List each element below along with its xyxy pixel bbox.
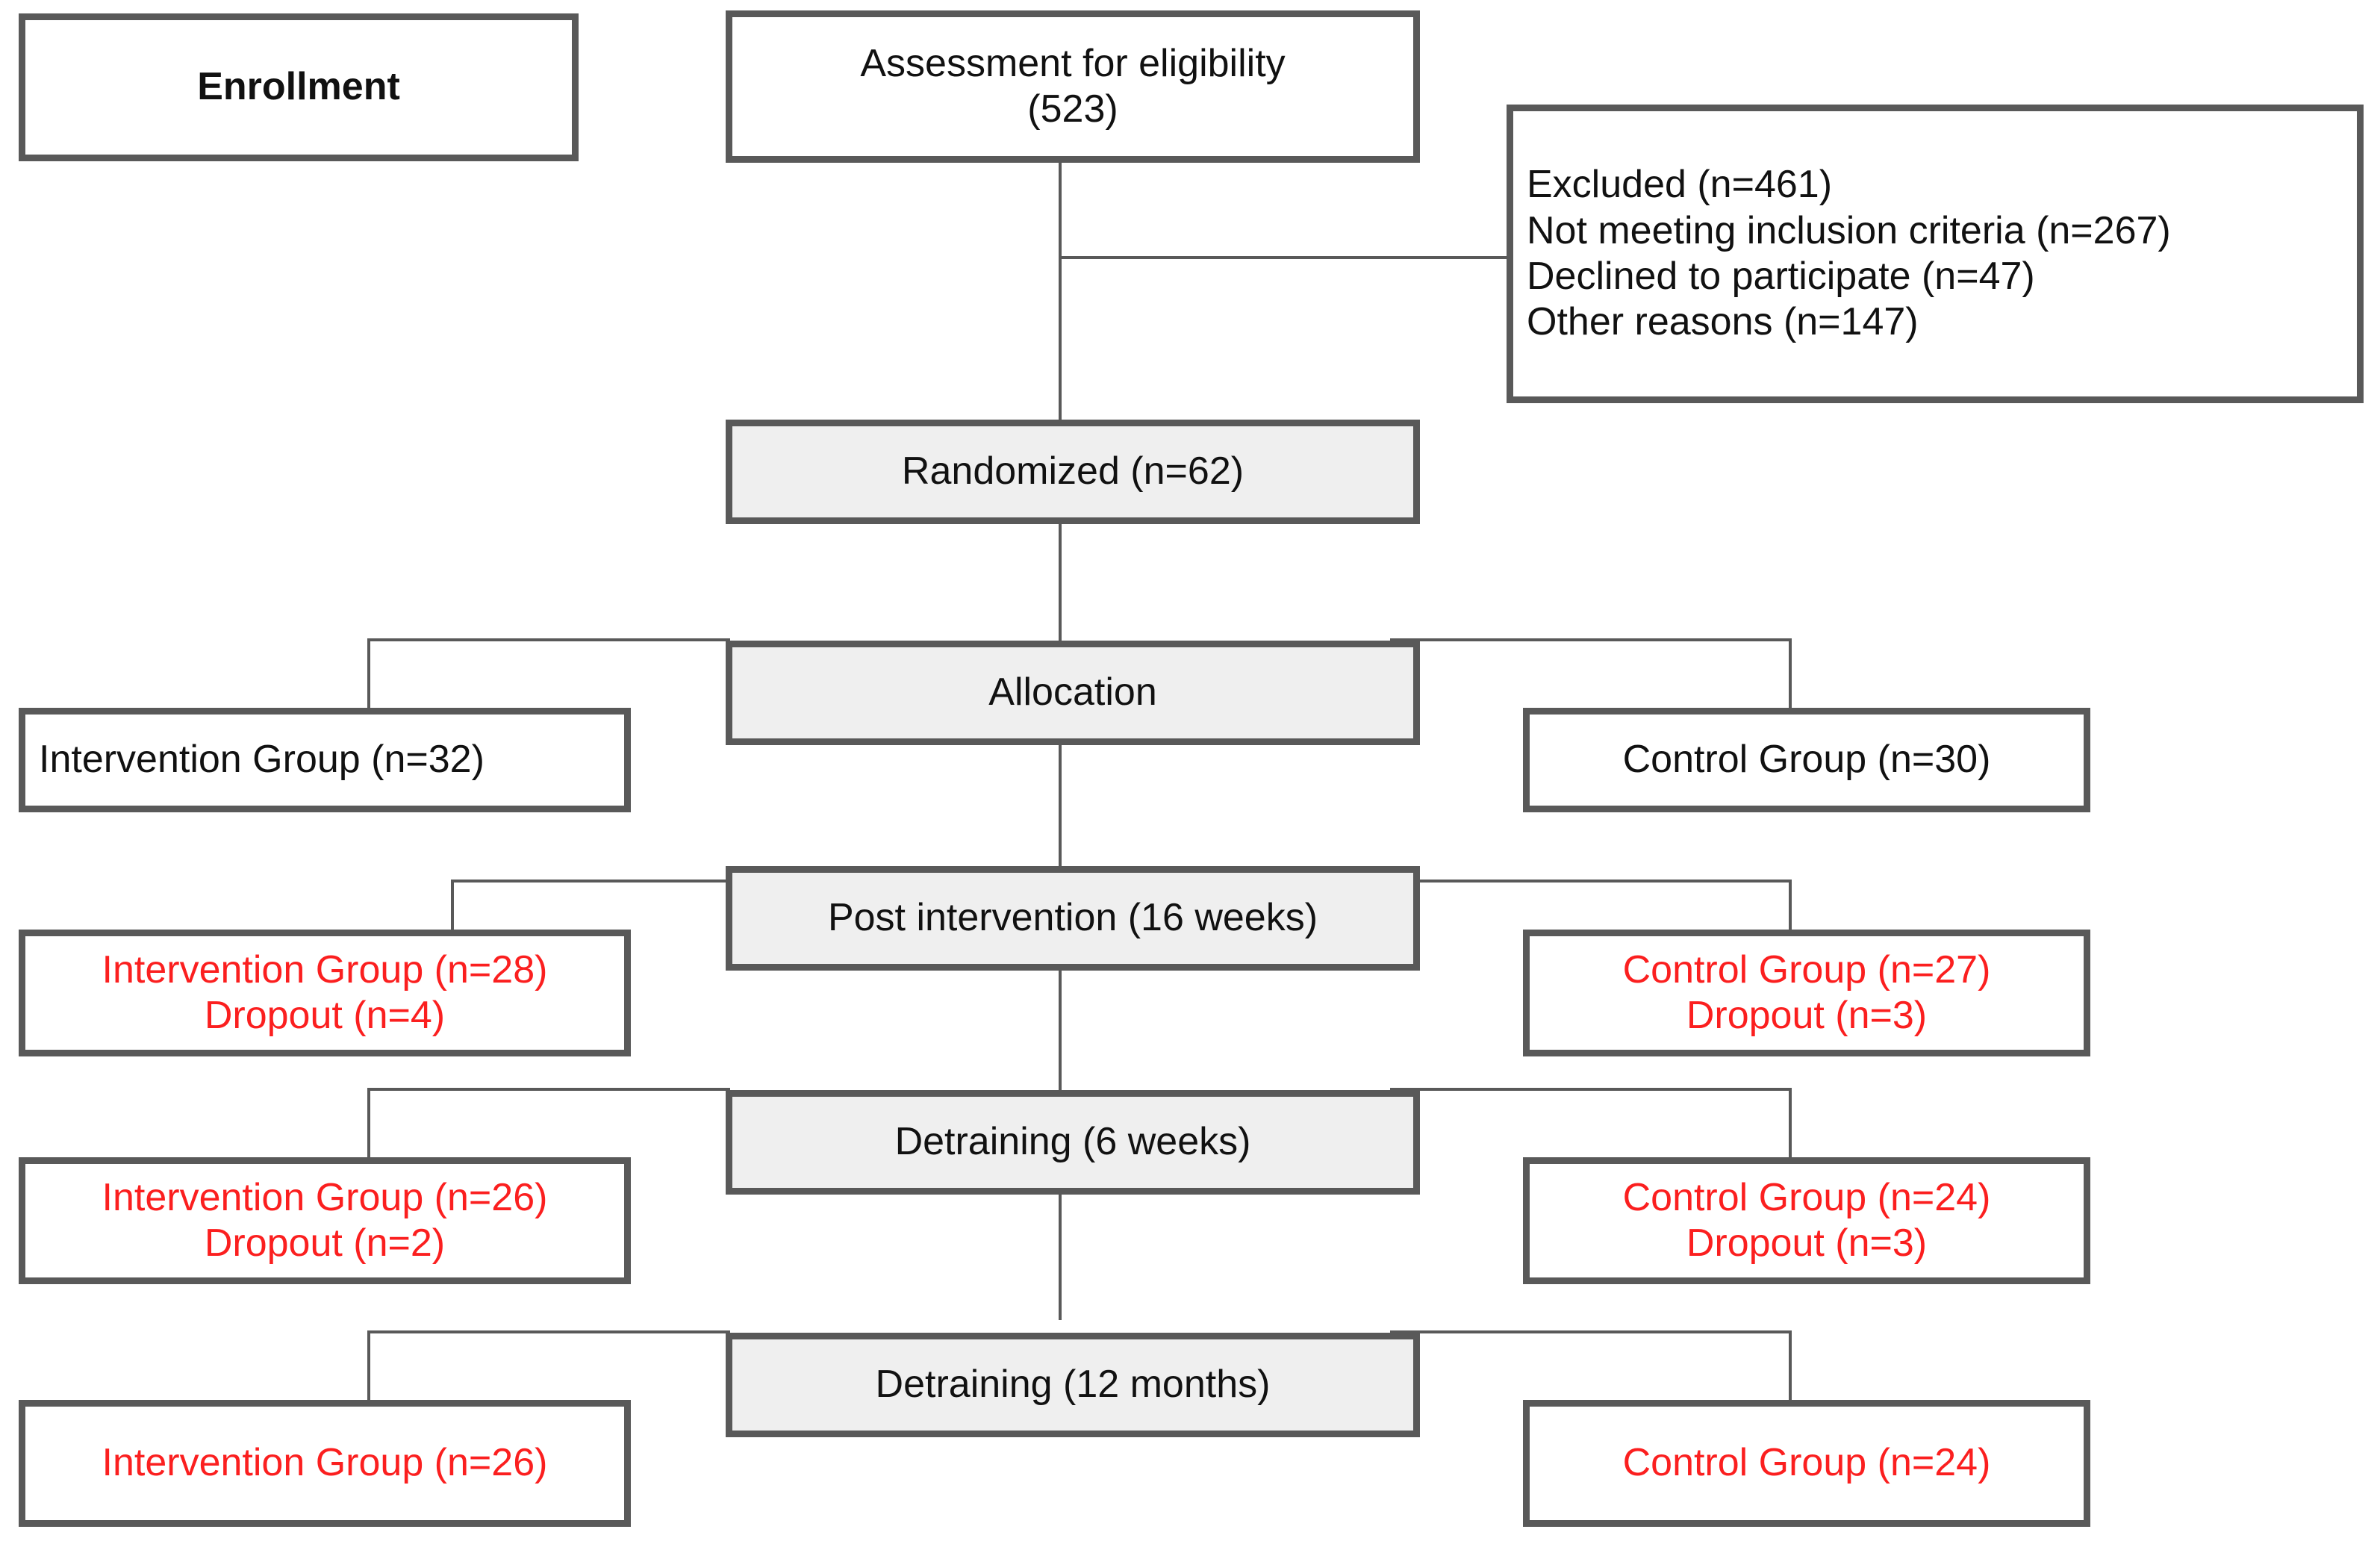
detraining-6w-control-text: Control Group (n=24) Dropout (n=3) (1622, 1175, 1991, 1265)
connector-post-split-left (451, 880, 732, 882)
excluded-box: Excluded (n=461) Not meeting inclusion c… (1507, 105, 2364, 403)
detraining-12m-intervention-box: Intervention Group (n=26) (19, 1400, 631, 1527)
detraining-6w-stage-text: Detraining (6 weeks) (894, 1120, 1251, 1164)
assessment-text: Assessment for eligibility (523) (860, 41, 1286, 131)
allocation-intervention-box: Intervention Group (n=32) (19, 708, 631, 812)
connector-assessment-to-randomized (1059, 160, 1062, 424)
detraining-6w-intervention-text: Intervention Group (n=26) Dropout (n=2) (102, 1175, 548, 1265)
connector-allocation-split-right (1390, 638, 1792, 641)
connector-detraining12m-drop-left (367, 1330, 370, 1404)
detraining-12m-control-box: Control Group (n=24) (1523, 1400, 2090, 1527)
connector-post-drop-left (451, 880, 454, 933)
post-intervention-control-box: Control Group (n=27) Dropout (n=3) (1523, 930, 2090, 1056)
excluded-text: Excluded (n=461) Not meeting inclusion c… (1527, 163, 2171, 344)
connector-allocation-drop-right (1789, 638, 1792, 712)
connector-detraining6w-drop-left (367, 1088, 370, 1161)
post-intervention-stage-box: Post intervention (16 weeks) (726, 866, 1420, 971)
connector-randomized-to-allocation (1059, 521, 1062, 641)
connector-detraining12m-split-right (1390, 1330, 1792, 1333)
connector-allocation-to-post (1059, 743, 1062, 868)
detraining-12m-stage-text: Detraining (12 months) (875, 1363, 1271, 1407)
detraining-6w-stage-box: Detraining (6 weeks) (726, 1090, 1420, 1195)
randomized-box: Randomized (n=62) (726, 420, 1420, 524)
post-intervention-intervention-text: Intervention Group (n=28) Dropout (n=4) (102, 947, 548, 1037)
connector-detraining6w-split-right (1390, 1088, 1792, 1091)
allocation-stage-text: Allocation (988, 670, 1157, 715)
assessment-box: Assessment for eligibility (523) (726, 10, 1420, 163)
connector-detraining12m-drop-right (1789, 1330, 1792, 1404)
detraining-12m-stage-box: Detraining (12 months) (726, 1333, 1420, 1437)
allocation-intervention-text: Intervention Group (n=32) (39, 738, 485, 782)
allocation-stage-box: Allocation (726, 641, 1420, 745)
detraining-12m-control-text: Control Group (n=24) (1622, 1441, 1991, 1485)
connector-detraining12m-split-left (367, 1330, 730, 1333)
connector-allocation-split-left (367, 638, 730, 641)
randomized-text: Randomized (n=62) (901, 449, 1244, 494)
connector-post-to-detraining6w (1059, 971, 1062, 1090)
connector-assessment-to-excluded (1059, 256, 1508, 259)
enrollment-label-box: Enrollment (19, 13, 579, 161)
connector-post-split-right (1390, 880, 1792, 882)
detraining-12m-intervention-text: Intervention Group (n=26) (102, 1441, 548, 1485)
allocation-control-box: Control Group (n=30) (1523, 708, 2090, 812)
detraining-6w-control-box: Control Group (n=24) Dropout (n=3) (1523, 1157, 2090, 1284)
post-intervention-stage-text: Post intervention (16 weeks) (827, 896, 1318, 940)
connector-post-drop-right (1789, 880, 1792, 933)
connector-detraining6w-drop-right (1789, 1088, 1792, 1161)
connector-detraining6w-split-left (367, 1088, 730, 1091)
allocation-control-text: Control Group (n=30) (1622, 738, 1991, 782)
connector-allocation-drop-left (367, 638, 370, 712)
enrollment-label-text: Enrollment (197, 65, 400, 109)
post-intervention-control-text: Control Group (n=27) Dropout (n=3) (1622, 947, 1991, 1037)
post-intervention-intervention-box: Intervention Group (n=28) Dropout (n=4) (19, 930, 631, 1056)
connector-detraining6w-to-detraining12m (1059, 1195, 1062, 1320)
detraining-6w-intervention-box: Intervention Group (n=26) Dropout (n=2) (19, 1157, 631, 1284)
